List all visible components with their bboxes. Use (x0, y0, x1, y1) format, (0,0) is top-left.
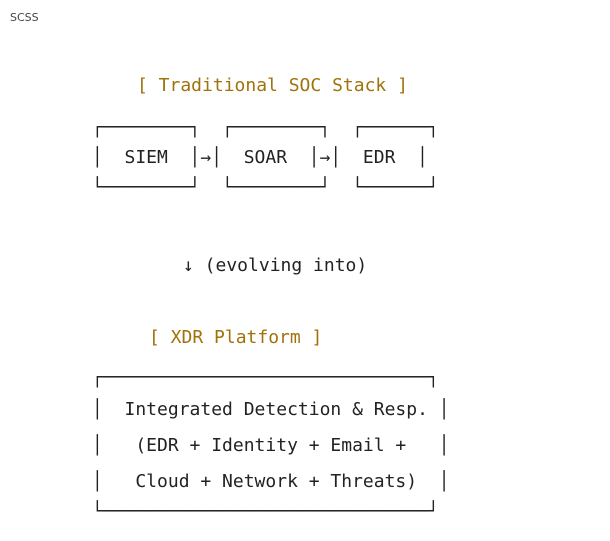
platform-line-integrated-detection: │ Integrated Detection & Resp. │ (92, 399, 450, 420)
platform-line-components-2: │ Cloud + Network + Threats) │ (92, 471, 450, 492)
evolving-into-arrow: ↓ (evolving into) (183, 255, 368, 276)
code-language-label: SCSS (10, 11, 39, 24)
platform-box-top-border: ┌──────────────────────────────┐ (92, 367, 439, 388)
traditional-soc-stack-heading: [ Traditional SOC Stack ] (137, 75, 408, 96)
platform-box-bottom-border: └──────────────────────────────┘ (92, 501, 439, 522)
stack-components-row: │ SIEM │→│ SOAR │→│ EDR │ (92, 147, 428, 168)
xdr-platform-heading: [ XDR Platform ] (149, 327, 323, 348)
stack-boxes-bottom-border: └────────┘ └────────┘ └──────┘ (92, 177, 439, 198)
platform-line-components-1: │ (EDR + Identity + Email + │ (92, 435, 450, 456)
stack-boxes-top-border: ┌────────┐ ┌────────┐ ┌──────┐ (92, 117, 439, 138)
